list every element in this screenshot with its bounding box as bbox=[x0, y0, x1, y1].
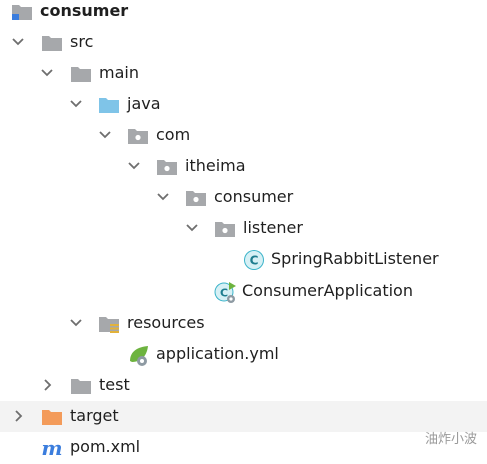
tree-label: ConsumerApplication bbox=[242, 281, 413, 300]
java-class-icon: C bbox=[242, 248, 266, 272]
tree-row-spring-rabbit-listener[interactable]: C SpringRabbitListener bbox=[0, 244, 487, 275]
chevron-down-icon[interactable] bbox=[66, 94, 86, 114]
resources-folder-icon bbox=[97, 312, 121, 336]
tree-label: test bbox=[99, 375, 130, 394]
tree-row-pom-xml[interactable]: m pom.xml bbox=[0, 432, 487, 463]
tree-label: pom.xml bbox=[70, 437, 141, 456]
tree-row-resources[interactable]: resources bbox=[0, 308, 487, 339]
tree-row-listener[interactable]: listener bbox=[0, 213, 487, 244]
chevron-right-icon[interactable] bbox=[37, 375, 57, 395]
chevron-down-icon[interactable] bbox=[37, 63, 57, 83]
chevron-down-icon[interactable] bbox=[8, 32, 28, 52]
package-icon bbox=[155, 155, 179, 179]
package-icon bbox=[213, 217, 237, 241]
tree-label: java bbox=[127, 94, 161, 113]
tree-label: listener bbox=[243, 218, 303, 237]
folder-icon bbox=[40, 31, 64, 55]
svg-text:C: C bbox=[250, 254, 259, 268]
tree-row-src[interactable]: src bbox=[0, 27, 487, 58]
excluded-folder-icon bbox=[40, 405, 64, 429]
tree-row-application-yml[interactable]: application.yml bbox=[0, 339, 487, 370]
chevron-down-icon[interactable] bbox=[124, 156, 144, 176]
chevron-down-icon[interactable] bbox=[66, 313, 86, 333]
tree-row-target[interactable]: target bbox=[0, 401, 487, 432]
tree-label: target bbox=[70, 406, 119, 425]
tree-row-consumer-application[interactable]: C ConsumerApplication bbox=[0, 276, 487, 307]
tree-label: itheima bbox=[185, 156, 246, 175]
tree-label: application.yml bbox=[156, 344, 279, 363]
tree-row-consumer-module[interactable]: consumer bbox=[0, 0, 487, 27]
module-folder-icon bbox=[10, 0, 34, 24]
tree-row-consumer-package[interactable]: consumer bbox=[0, 182, 487, 213]
spring-boot-class-icon: C bbox=[213, 280, 237, 304]
folder-icon bbox=[69, 62, 93, 86]
tree-row-com[interactable]: com bbox=[0, 120, 487, 151]
spring-config-file-icon bbox=[126, 343, 150, 367]
svg-text:m: m bbox=[41, 436, 62, 460]
tree-row-main[interactable]: main bbox=[0, 58, 487, 89]
source-folder-icon bbox=[97, 93, 121, 117]
tree-row-itheima[interactable]: itheima bbox=[0, 151, 487, 182]
tree-label: src bbox=[70, 32, 94, 51]
tree-label: consumer bbox=[214, 187, 294, 206]
maven-icon: m bbox=[40, 436, 64, 460]
folder-icon bbox=[69, 374, 93, 398]
package-icon bbox=[184, 186, 208, 210]
chevron-down-icon[interactable] bbox=[95, 125, 115, 145]
chevron-right-icon[interactable] bbox=[8, 406, 28, 426]
tree-label: SpringRabbitListener bbox=[271, 249, 439, 268]
svg-text:C: C bbox=[220, 287, 228, 300]
chevron-down-icon[interactable] bbox=[153, 187, 173, 207]
tree-label: resources bbox=[127, 313, 205, 332]
tree-label: com bbox=[156, 125, 191, 144]
package-icon bbox=[126, 124, 150, 148]
watermark: 油炸小波 bbox=[424, 432, 477, 447]
tree-label: main bbox=[99, 63, 139, 82]
tree-label: consumer bbox=[40, 1, 129, 20]
chevron-down-icon[interactable] bbox=[182, 218, 202, 238]
tree-row-java[interactable]: java bbox=[0, 89, 487, 120]
tree-row-test[interactable]: test bbox=[0, 370, 487, 401]
